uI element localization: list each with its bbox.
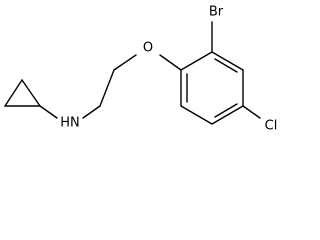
bond-ring-to-chlorine — [242, 105, 261, 119]
cyclopropyl-ring — [4, 79, 41, 107]
atom-label-chlorine: Cl — [265, 119, 278, 134]
bond-ch2-to-oxygen — [113, 54, 137, 71]
ring-double-bond-b — [214, 103, 238, 118]
ring-double-bond-a — [214, 58, 238, 73]
atom-label-bromine: Br — [209, 5, 224, 20]
bond-oxygen-to-ring — [159, 54, 182, 71]
benzene-ring — [180, 51, 244, 125]
bond-cp-top-right — [21, 79, 41, 107]
ring-bond-2 — [211, 51, 244, 71]
atom-label-amine: H​N — [60, 116, 80, 131]
atom-label-oxygen: O — [143, 41, 153, 56]
ring-bond-1 — [180, 51, 213, 71]
bond-cp-to-nitrogen — [39, 105, 58, 119]
bond-ethyl-chain — [99, 69, 115, 107]
ring-bond-5 — [180, 105, 213, 125]
chemical-structure-diagram: Br O Cl H​N — [4, 5, 278, 134]
bond-cp-left-top — [4, 79, 23, 107]
ring-bond-4 — [211, 105, 244, 125]
bond-nitrogen-to-ch2 — [82, 105, 101, 119]
